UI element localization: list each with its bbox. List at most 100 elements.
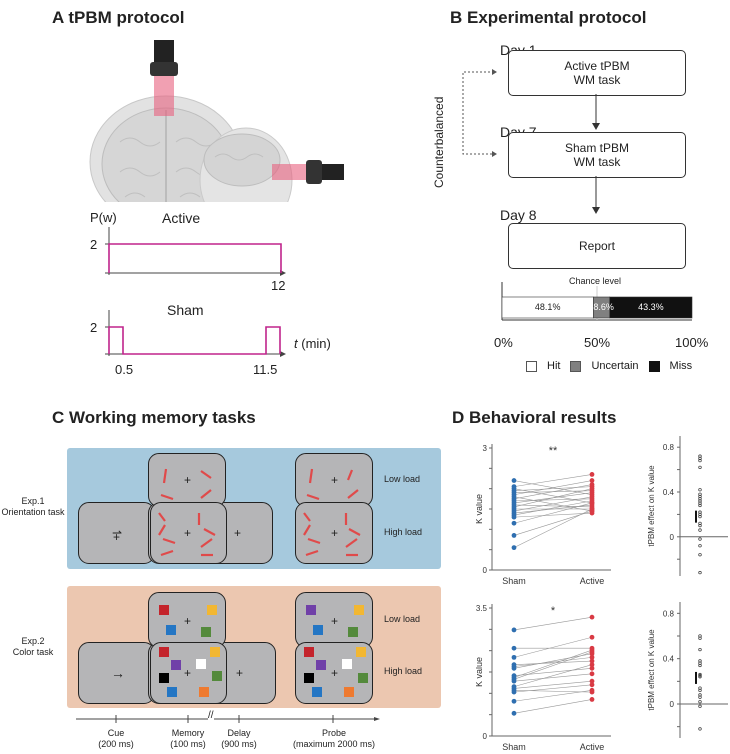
active-power-plot xyxy=(105,227,286,276)
effect-point xyxy=(698,528,702,532)
uncertain-swatch xyxy=(570,360,582,372)
pair-line xyxy=(513,480,593,496)
green-square xyxy=(348,627,358,637)
effect-point xyxy=(698,663,702,668)
exp2-label: Exp.2 Color task xyxy=(0,636,66,658)
effect-point xyxy=(698,458,702,463)
exp1-low-load-label: Low load xyxy=(384,474,421,484)
time-axis-label: t (min) xyxy=(294,336,331,351)
effect-point xyxy=(698,465,702,470)
counterbalanced-arrows xyxy=(462,69,497,157)
orientation-bars xyxy=(158,512,216,557)
sham-power-plot xyxy=(105,310,286,357)
sham-point xyxy=(511,698,517,704)
effect-point xyxy=(698,647,702,652)
active-point xyxy=(589,671,595,677)
orientation-bars xyxy=(303,512,361,557)
sham-point xyxy=(511,645,517,651)
day7-box: Sham tPBM WM task xyxy=(508,132,686,178)
active-point xyxy=(589,662,595,668)
sham-end-tick: 11.5 xyxy=(253,362,278,377)
orange-square xyxy=(199,687,209,697)
timeline-break: // xyxy=(208,710,214,721)
exp1-memory-high-screen: + xyxy=(150,502,227,564)
pair-line xyxy=(513,684,593,693)
y-axis-label: tPBM effect on K value xyxy=(647,629,656,711)
y-tick-label: 0.4 xyxy=(663,655,675,664)
effect-point xyxy=(698,521,702,526)
tpbm-head-illustration xyxy=(89,40,344,202)
yellow-square xyxy=(210,647,220,657)
sham-point xyxy=(511,710,517,716)
effect-point xyxy=(698,454,702,458)
fixation-cross: + xyxy=(113,530,121,544)
significance-marker: ** xyxy=(549,445,558,457)
blue-square xyxy=(313,625,323,635)
chance-level-label: Chance level xyxy=(569,276,622,286)
fixation-cross: + xyxy=(331,666,339,680)
red-square xyxy=(159,647,169,657)
sham-point xyxy=(511,533,517,538)
pair-line xyxy=(513,668,593,676)
fixation-cross: + xyxy=(331,526,339,540)
pair-line xyxy=(513,651,593,680)
sham-point xyxy=(511,627,517,633)
pair-line xyxy=(513,689,593,693)
purple-square xyxy=(316,660,326,670)
exp1-probe-low-screen: + xyxy=(295,453,373,507)
phase-duration: (100 ms) xyxy=(170,739,206,749)
exp2-probe-high-screen: + xyxy=(295,642,373,704)
black-square xyxy=(304,673,314,683)
red-square xyxy=(159,605,169,615)
bar-segment-miss xyxy=(609,296,693,319)
exp1-line1: Exp.1 xyxy=(21,496,45,506)
pair-line xyxy=(513,496,593,512)
exp1-line2: Orientation task xyxy=(1,507,65,517)
pair-line xyxy=(513,680,593,689)
purple-square xyxy=(171,660,181,670)
miss-swatch xyxy=(648,360,660,372)
exp1-probe-high-screen: + xyxy=(295,502,373,564)
exp1-memory-low-screen: + xyxy=(148,453,226,507)
effect-point xyxy=(698,570,702,575)
active-point xyxy=(589,472,595,477)
sham-point xyxy=(511,678,517,684)
report-legend: Hit Uncertain Miss xyxy=(526,360,692,372)
y-tick-label: 3 xyxy=(483,444,488,453)
sham-point xyxy=(511,654,517,660)
effect-point xyxy=(698,514,702,519)
cue-arrow-icon: ⇀ xyxy=(112,526,123,540)
x-label-sham: Sham xyxy=(502,576,526,586)
effect-point xyxy=(698,499,702,503)
day1-line1: Active tPBM xyxy=(564,59,630,73)
laser-device-side-icon xyxy=(272,160,344,184)
day1-box: Active tPBM WM task xyxy=(508,50,686,96)
head-side-view-icon xyxy=(199,127,293,202)
active-point xyxy=(589,486,595,492)
phase-duration: (maximum 2000 ms) xyxy=(292,739,375,749)
timeline-axis xyxy=(76,715,380,723)
sham-point xyxy=(511,689,517,695)
sham-label: Sham xyxy=(167,302,204,318)
effect-point xyxy=(698,510,702,514)
laser-device-top-icon xyxy=(150,40,178,116)
pair-line xyxy=(513,488,593,508)
pair-line xyxy=(513,474,593,487)
active-point xyxy=(589,682,595,688)
active-point xyxy=(589,697,595,702)
phase-label: Probe xyxy=(321,728,347,738)
timeline-probe: Probe(maximum 2000 ms) xyxy=(286,728,382,750)
legend-miss: Miss xyxy=(669,360,693,372)
black-square xyxy=(159,673,169,683)
day1-line2: WM task xyxy=(573,73,621,87)
effect-point xyxy=(698,503,702,508)
active-trace xyxy=(108,243,282,273)
red-square xyxy=(304,647,314,657)
bar-value-hit: 48.1% xyxy=(534,302,561,312)
active-point xyxy=(589,658,595,664)
orange-square xyxy=(344,687,354,697)
sham-power-tick: 2 xyxy=(90,320,98,335)
effect-point xyxy=(698,688,702,693)
sham-start-tick: 0.5 xyxy=(115,362,134,377)
